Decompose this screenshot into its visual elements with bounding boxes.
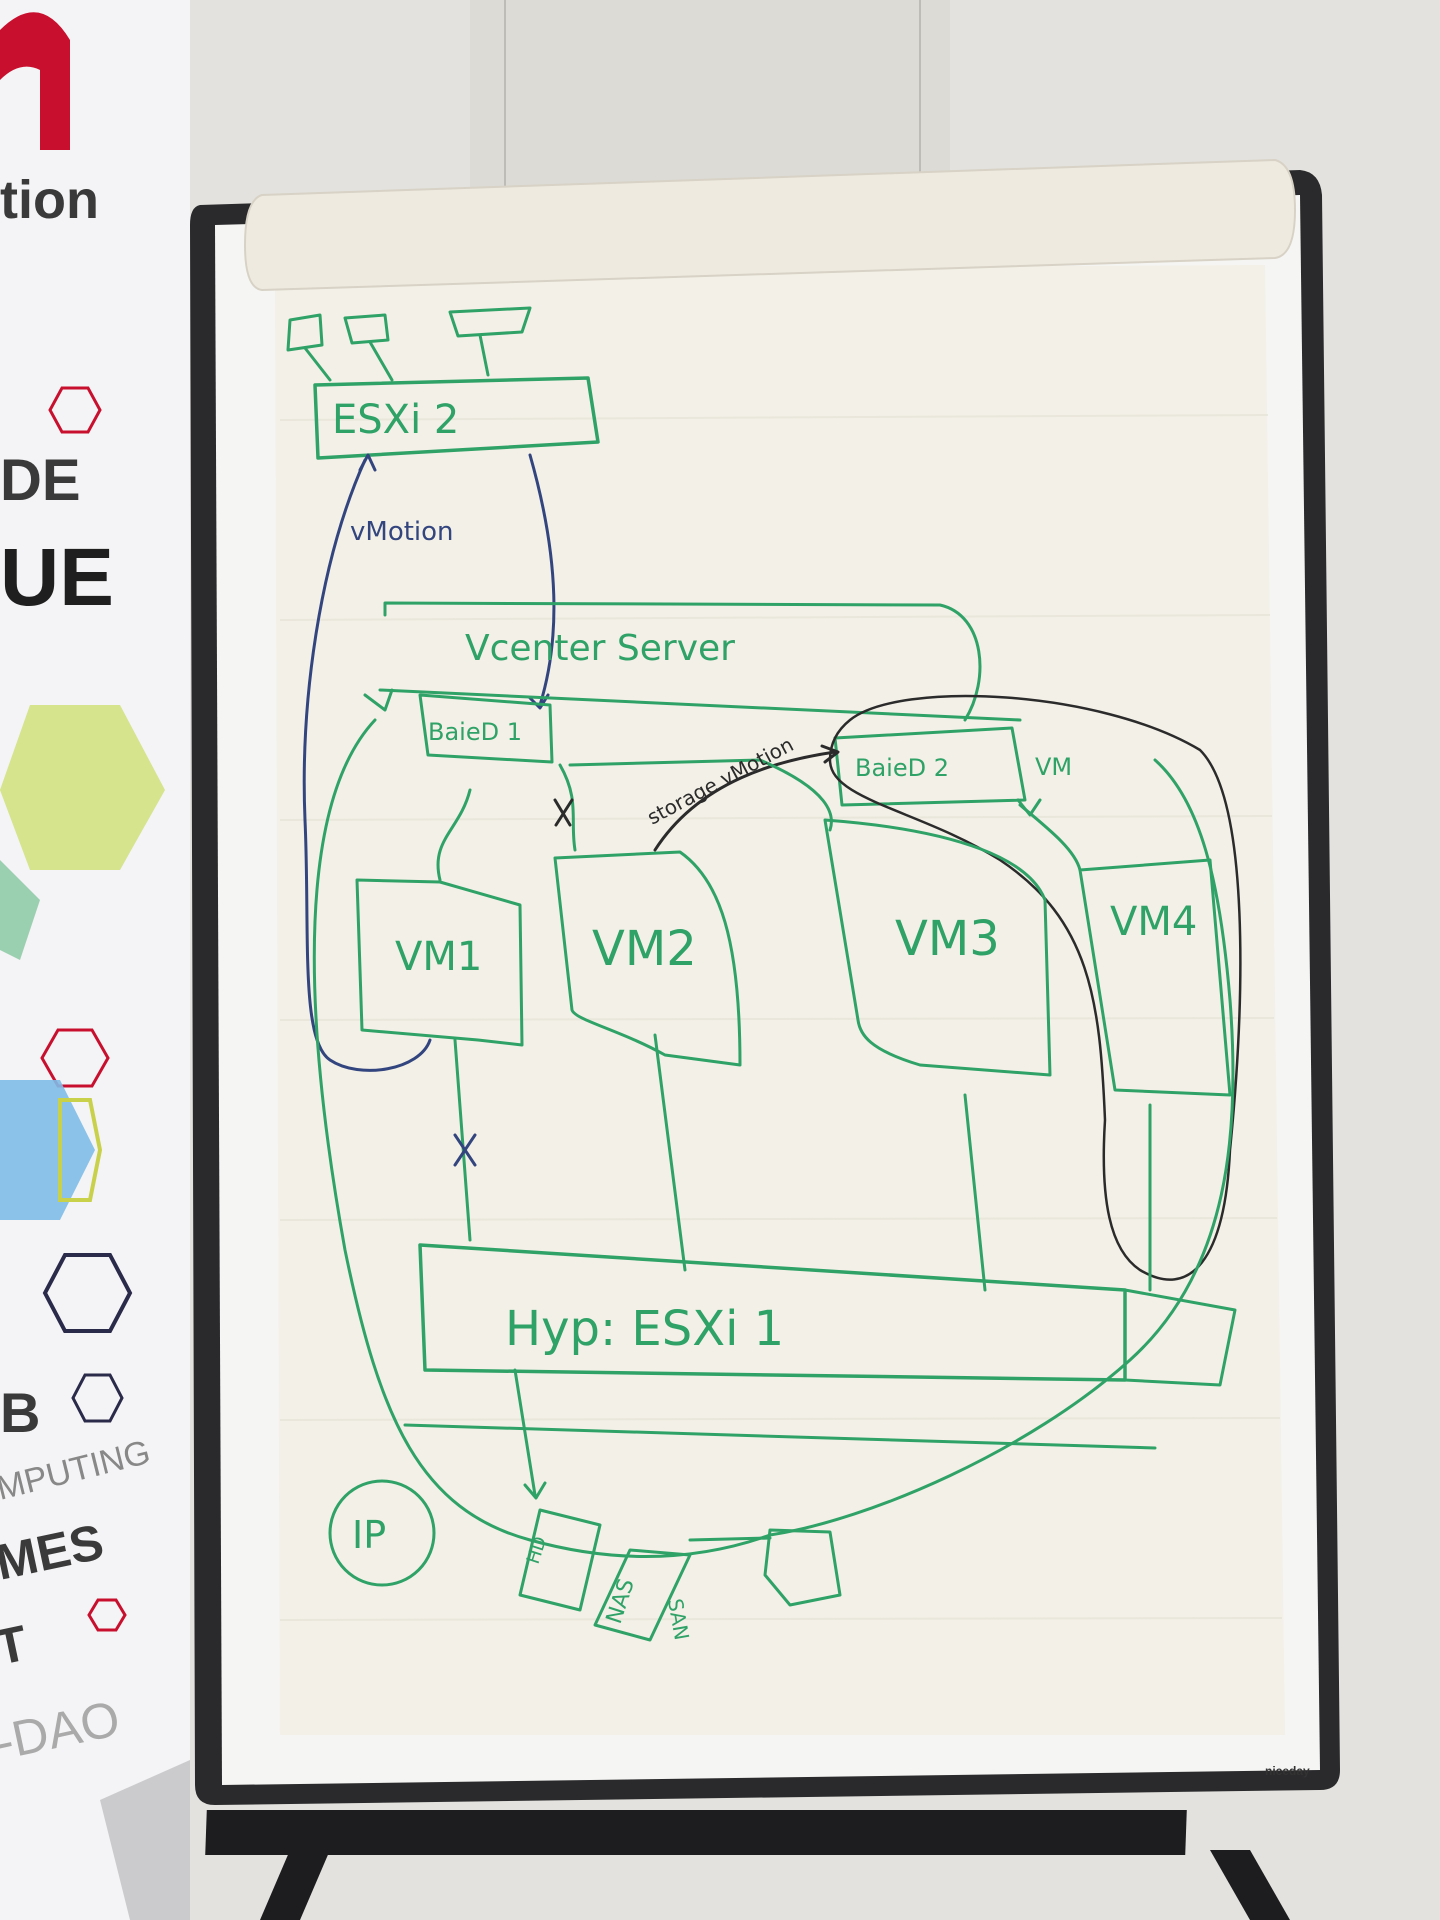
vm2-label: VM2: [592, 921, 697, 977]
easel-tray: [205, 1810, 1187, 1855]
ip-circle: [328, 1479, 436, 1587]
ip-label: IP: [352, 1513, 386, 1557]
esxi2-label: ESXi 2: [332, 397, 459, 443]
baie1-box: [418, 693, 554, 764]
vmotion-arrow: [528, 453, 556, 707]
roll-up-banner: tion DE UE B MPUTING MES T -DAO: [0, 0, 190, 1920]
vm1-label: VM1: [395, 934, 482, 980]
banner-logo: [0, 12, 70, 150]
hexagon-icon: [71, 1373, 124, 1423]
banner-graphic: [0, 705, 165, 870]
san-icon: [763, 1528, 842, 1607]
monitor-icon: [286, 306, 532, 382]
vmotion-arrow: [302, 458, 432, 1072]
blocked-link-marker: [453, 1133, 477, 1167]
vcenter-bracket: [383, 601, 982, 722]
esxi2-box: [313, 376, 600, 460]
migration-enclosure: [828, 694, 1242, 1281]
banner-line: DE: [0, 448, 81, 513]
vm2-box: [553, 850, 742, 1067]
vm3-label: VM3: [895, 911, 1000, 967]
hexagon-icon: [48, 386, 102, 434]
blocked-link-marker: [553, 798, 574, 827]
baie2-box: [833, 726, 1027, 807]
vm4-box: [1078, 858, 1232, 1097]
paper-roll: [243, 158, 1297, 292]
vm1-box: [355, 878, 524, 1047]
vm3-box: [823, 818, 1052, 1077]
easel-brand: niceday: [1265, 1764, 1310, 1778]
wall-panel: [470, 0, 950, 190]
banner-logo-text: tion: [0, 170, 99, 230]
banner-graphic: [0, 860, 40, 960]
vmotion-label: vMotion: [350, 517, 454, 547]
hexagon-icon: [40, 1028, 110, 1088]
nas-icon: [593, 1548, 692, 1642]
diagram-labels: ESXi 2 vMotion Vcenter Server BaieD 1 Ba…: [332, 397, 1197, 1642]
hexagon-icon: [42, 1253, 133, 1333]
storage-vmotion-arrow: [653, 750, 837, 852]
marker-drawing: [286, 306, 1242, 1642]
vm4-label: VM4: [1110, 899, 1197, 945]
baie1-label: BaieD 1: [428, 718, 522, 746]
baie2-label: BaieD 2: [855, 754, 949, 782]
hexagon-icon: [87, 1598, 127, 1632]
vcenter-label: Vcenter Server: [465, 628, 735, 669]
disk-icon: [518, 1508, 602, 1612]
banner-graphic: [0, 1080, 95, 1220]
banner-line: UE: [0, 532, 114, 623]
easel-leg: [260, 1850, 330, 1920]
flipchart-paper: [243, 158, 1297, 1735]
banner-line: B: [0, 1381, 40, 1444]
paper-sheet: [275, 265, 1285, 1735]
baie2-vm-label: VM: [1035, 753, 1072, 781]
easel-leg: [1210, 1850, 1290, 1920]
hyp-label: Hyp: ESXi 1: [505, 1301, 784, 1357]
